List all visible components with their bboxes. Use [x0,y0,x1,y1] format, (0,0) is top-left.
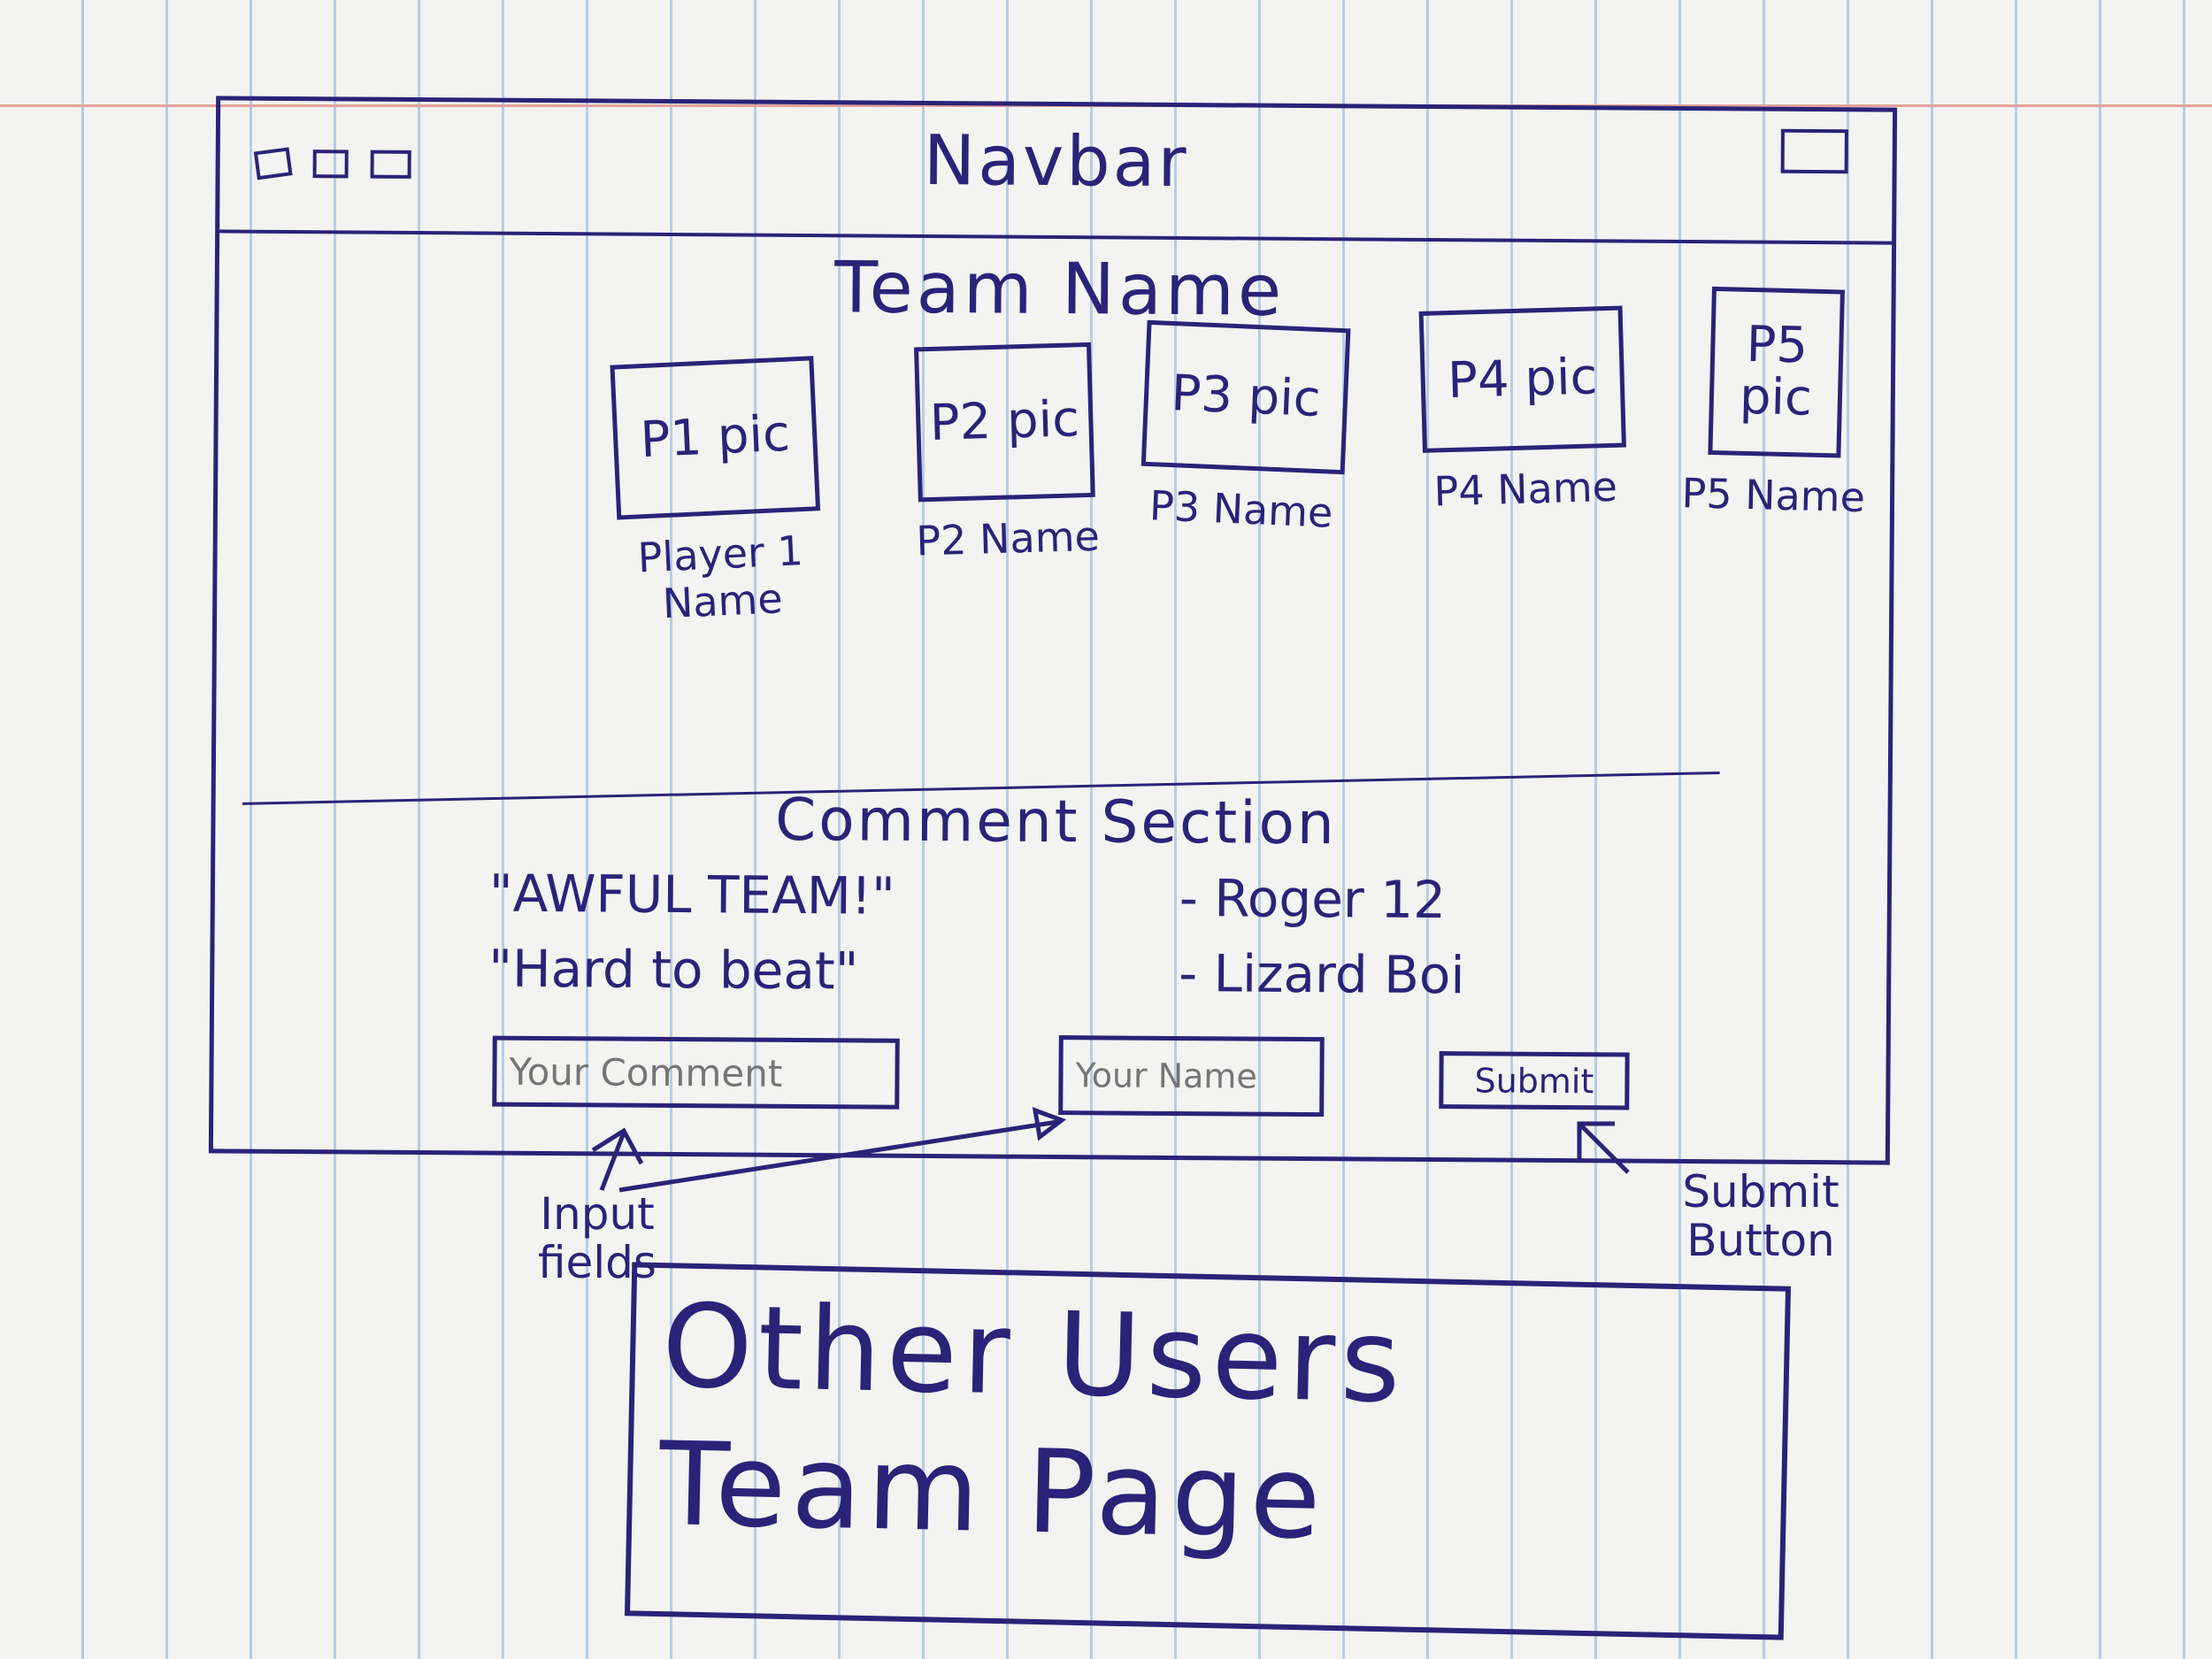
other-users-team-page-box[interactable]: Other Users Team Page [624,1262,1792,1640]
submit-button-annotation: Submit Button [1682,1166,1839,1266]
other-users-team-page-label: Other Users Team Page [657,1279,1408,1565]
input-fields-annotation: Input fields [538,1188,657,1288]
